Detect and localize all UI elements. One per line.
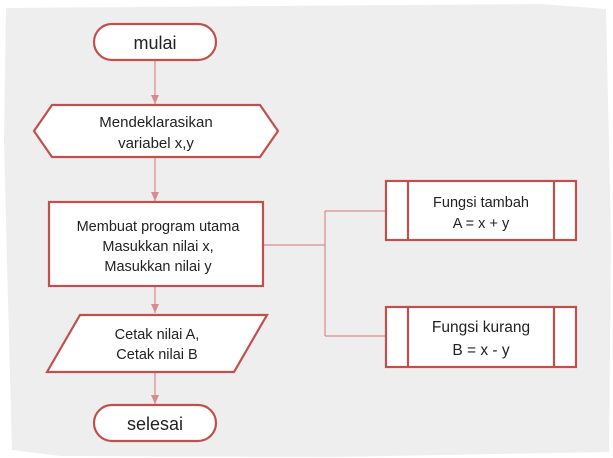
add-function-box: Fungsi tambah A = x + y — [384, 179, 578, 242]
end-label: selesai — [127, 414, 183, 434]
main-process-line-2: Masukkan nilai x, — [102, 239, 213, 255]
start-label: mulai — [133, 33, 176, 53]
subtract-function-line-1: Fungsi kurang — [432, 319, 530, 336]
connector-main-to-functions — [263, 210, 385, 337]
main-process-line-3: Masukkan nilai y — [104, 259, 212, 275]
add-function-line-2: A = x + y — [453, 216, 510, 232]
start-terminator: mulai — [92, 22, 218, 62]
connectors — [151, 60, 385, 404]
declaration-line-2: variabel x,y — [118, 135, 194, 152]
main-process-line-1: Membuat program utama — [77, 219, 241, 235]
subtract-function-line-2: B = x - y — [452, 342, 510, 359]
declaration-hexagon: Mendeklarasikan variabel x,y — [32, 103, 280, 159]
end-terminator: selesai — [92, 403, 218, 443]
main-process-box: Membuat program utama Masukkan nilai x, … — [47, 200, 265, 288]
output-parallelogram: Cetak nilai A, Cetak nilai B — [45, 313, 269, 374]
declaration-line-1: Mendeklarasikan — [99, 114, 212, 131]
add-function-line-1: Fungsi tambah — [433, 195, 529, 211]
subtract-function-box: Fungsi kurang B = x - y — [384, 305, 578, 369]
output-line-2: Cetak nilai B — [116, 347, 197, 363]
output-line-1: Cetak nilai A, — [115, 327, 200, 343]
